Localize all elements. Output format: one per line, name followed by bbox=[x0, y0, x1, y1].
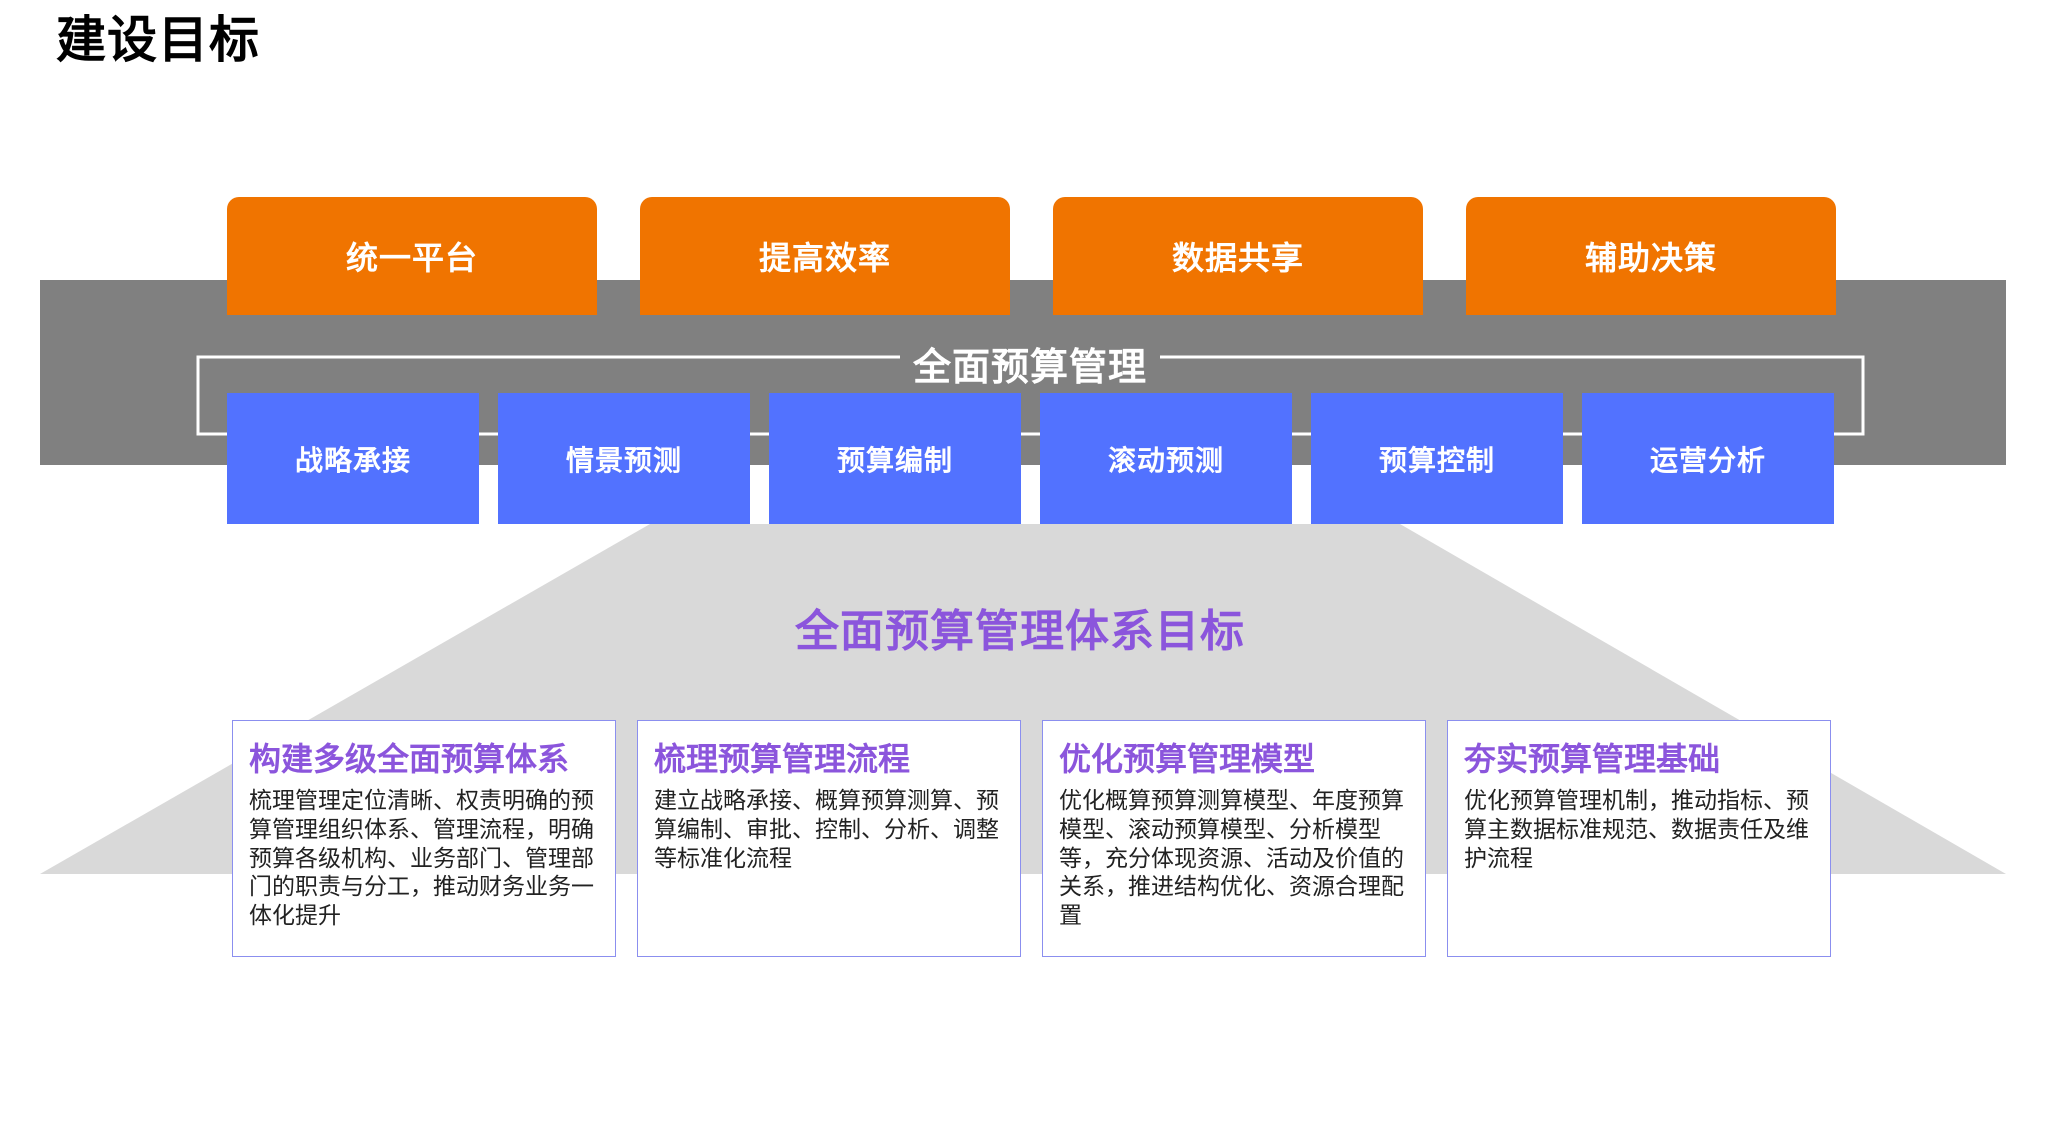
target-card-title: 构建多级全面预算体系 bbox=[249, 740, 570, 778]
function-strategy: 战略承接 bbox=[227, 393, 479, 524]
page-title: 建设目标 bbox=[56, 11, 260, 69]
target-card-process: 梳理预算管理流程 建立战略承接、概算预算测算、预算编制、审批、控制、分析、调整等… bbox=[637, 720, 1021, 957]
target-card-description: 建立战略承接、概算预算测算、预算编制、审批、控制、分析、调整等标准化流程 bbox=[654, 788, 999, 872]
target-card-foundation: 夯实预算管理基础 优化预算管理机制，推动指标、预算主数据标准规范、数据责任及维护… bbox=[1447, 720, 1831, 957]
management-label: 全面预算管理 bbox=[900, 335, 1160, 391]
target-card-description: 优化预算管理机制，推动指标、预算主数据标准规范、数据责任及维护流程 bbox=[1464, 788, 1809, 872]
target-card-title: 梳理预算管理流程 bbox=[654, 740, 911, 778]
target-card-description: 优化概算预算测算模型、年度预算模型、滚动预算模型、分析模型等，充分体现资源、活动… bbox=[1059, 788, 1404, 929]
function-budget-compilation: 预算编制 bbox=[769, 393, 1021, 524]
goal-decision-support: 辅助决策 bbox=[1466, 197, 1836, 315]
function-rolling-forecast: 滚动预测 bbox=[1040, 393, 1292, 524]
function-scenario-forecast: 情景预测 bbox=[498, 393, 750, 524]
function-operation-analysis: 运营分析 bbox=[1582, 393, 1834, 524]
target-card-model: 优化预算管理模型 优化概算预算测算模型、年度预算模型、滚动预算模型、分析模型等，… bbox=[1042, 720, 1426, 957]
target-card-title: 优化预算管理模型 bbox=[1059, 740, 1316, 778]
target-card-title: 夯实预算管理基础 bbox=[1464, 740, 1721, 778]
goal-data-sharing: 数据共享 bbox=[1053, 197, 1423, 315]
system-title: 全面预算管理体系目标 bbox=[795, 606, 1245, 657]
goal-improve-efficiency: 提高效率 bbox=[640, 197, 1010, 315]
function-budget-control: 预算控制 bbox=[1311, 393, 1563, 524]
target-card-multilevel-system: 构建多级全面预算体系 梳理管理定位清晰、权责明确的预算管理组织体系、管理流程，明… bbox=[232, 720, 616, 957]
goal-unified-platform: 统一平台 bbox=[227, 197, 597, 315]
target-card-description: 梳理管理定位清晰、权责明确的预算管理组织体系、管理流程，明确预算各级机构、业务部… bbox=[249, 788, 594, 929]
